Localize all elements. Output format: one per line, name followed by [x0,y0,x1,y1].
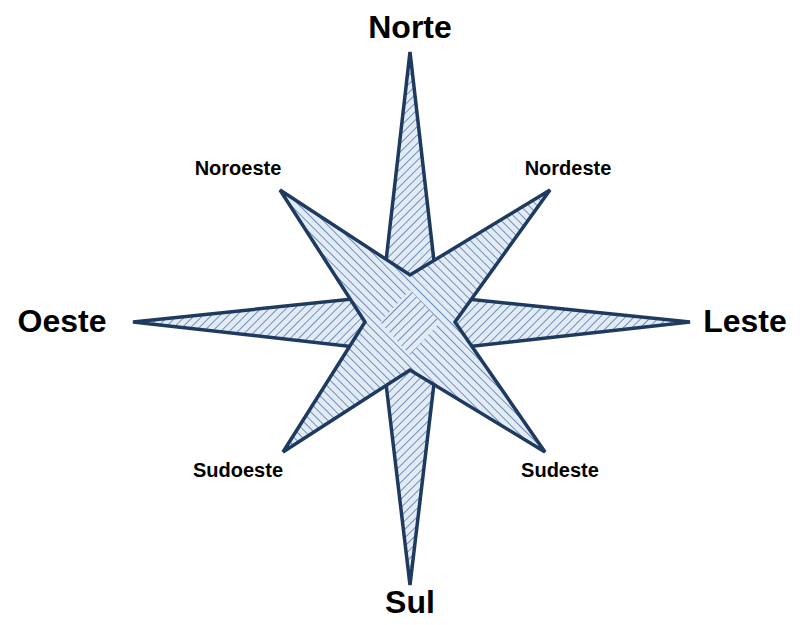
intercardinal-label: Noroeste [195,157,282,179]
intercardinal-label: Sudeste [521,459,599,481]
main-star [133,52,690,585]
cardinal-label: Sul [385,585,435,620]
intercardinal-label: Sudoeste [193,459,283,481]
cardinal-label: Oeste [18,304,107,339]
center-cross [380,290,440,355]
cardinal-label: Leste [703,304,787,339]
intercardinal-label: Nordeste [525,157,612,179]
diagonal-star [280,190,550,452]
cardinal-label: Norte [368,10,452,45]
